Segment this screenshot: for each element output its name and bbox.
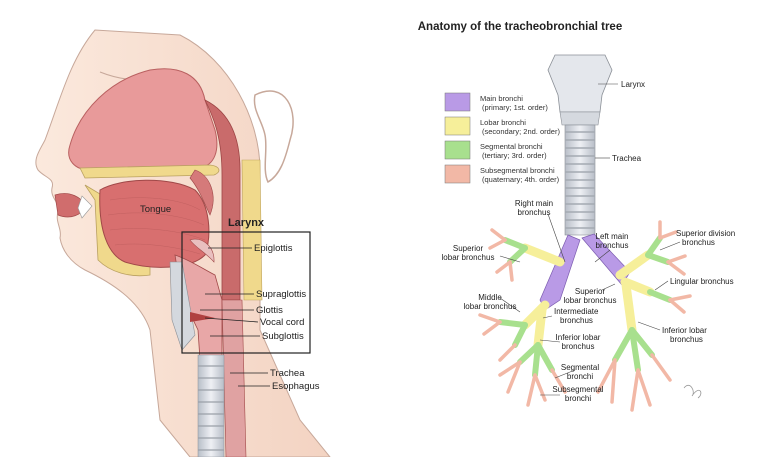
legend-swatch-segmental — [444, 140, 471, 160]
spine — [241, 159, 263, 301]
vocal-folds — [190, 312, 215, 322]
lobar-bronchi — [520, 243, 655, 350]
left-main-label-2: bronchus — [596, 241, 629, 250]
cricoid — [559, 111, 601, 126]
signature-mark — [683, 384, 702, 399]
superior-lobar-right-label-2: lobar bronchus — [442, 253, 495, 262]
superior-lobar-right-label-1: Superior — [453, 244, 484, 253]
hard-palate — [79, 164, 220, 179]
esophagus-tube — [221, 299, 247, 457]
right-main-label-2: bronchus — [518, 208, 551, 217]
supraglottis-label: Supraglottis — [256, 289, 306, 300]
middle-lobar-label-2: lobar bronchus — [464, 302, 517, 311]
glottis-label: Glottis — [256, 305, 283, 316]
trachea-label-left: Trachea — [270, 368, 305, 379]
teeth — [77, 195, 93, 219]
superior-division-label-2: bronchus — [682, 238, 715, 247]
soft-palate — [189, 169, 214, 216]
subsegmental-label-2: bronchi — [565, 394, 591, 403]
lingular-label: Lingular bronchus — [670, 277, 734, 286]
trachea-rings — [197, 354, 225, 457]
legend-subsegmental-2: (quaternary; 4th. order) — [482, 175, 560, 184]
right-title: Anatomy of the tracheobronchial tree — [418, 21, 622, 33]
legend-swatch-main — [444, 92, 471, 112]
intermediate-label-2: bronchus — [560, 316, 593, 325]
segmental-label-1: Segmental — [561, 363, 599, 372]
inferior-lobar-right-label-1: Inferior lobar — [556, 333, 601, 342]
legend-swatch-subsegmental — [444, 164, 471, 184]
tongue — [99, 179, 210, 268]
segmental-label-2: bronchi — [567, 372, 593, 381]
inferior-lobar-left-label-1: Inferior lobar — [662, 326, 707, 335]
head-neck-illustration: Tongue Larynx Epiglottis Supraglottis Gl… — [35, 29, 331, 457]
right-main-label-1: Right main — [515, 199, 553, 208]
left-main-label-1: Left main — [596, 232, 629, 241]
tongue-label: Tongue — [140, 204, 171, 215]
superior-lobar-left-label-1: Superior — [575, 287, 606, 296]
epiglottis-shape — [189, 238, 215, 263]
larynx-box-title: Larynx — [228, 217, 265, 229]
esophagus-label: Esophagus — [272, 381, 320, 392]
trachea-label-right: Trachea — [612, 154, 642, 163]
ear — [253, 90, 294, 184]
legend-segmental-2: (tertiary; 3rd. order) — [482, 151, 547, 160]
legend-segmental-1: Segmental bronchi — [480, 142, 543, 151]
tracheobronchial-illustration: Anatomy of the tracheobronchial tree Mai… — [418, 21, 735, 412]
legend-main-2: (primary; 1st. order) — [482, 103, 548, 112]
right-main-bronchus — [539, 234, 581, 311]
superior-lobar-left-label-2: lobar bronchus — [564, 296, 617, 305]
subsegmental-bronchi — [478, 220, 692, 412]
legend-swatch-lobar — [444, 116, 471, 136]
larynx-label-right: Larynx — [621, 80, 645, 89]
larynx-cartilage — [547, 54, 613, 113]
middle-lobar-label-1: Middle — [478, 293, 502, 302]
intermediate-label-1: Intermediate — [554, 307, 599, 316]
subglottis-label: Subglottis — [262, 331, 304, 342]
inferior-lobar-right-label-2: bronchus — [562, 342, 595, 351]
legend-subsegmental-1: Subsegmental bronchi — [480, 166, 555, 175]
legend: Main bronchi (primary; 1st. order) Lobar… — [444, 92, 560, 184]
epiglottis-label: Epiglottis — [254, 243, 293, 254]
legend-lobar-1: Lobar bronchi — [480, 118, 526, 127]
larynx-box — [181, 231, 311, 354]
legend-main-1: Main bronchi — [480, 94, 523, 103]
subsegmental-label-1: Subsegmental — [552, 385, 603, 394]
inferior-lobar-left-label-2: bronchus — [670, 335, 703, 344]
legend-lobar-2: (secondary; 2nd. order) — [482, 127, 560, 136]
trachea-rings-right — [565, 131, 595, 229]
superior-division-label-1: Superior division — [676, 229, 735, 238]
vocal-cord-label: Vocal cord — [260, 317, 304, 328]
